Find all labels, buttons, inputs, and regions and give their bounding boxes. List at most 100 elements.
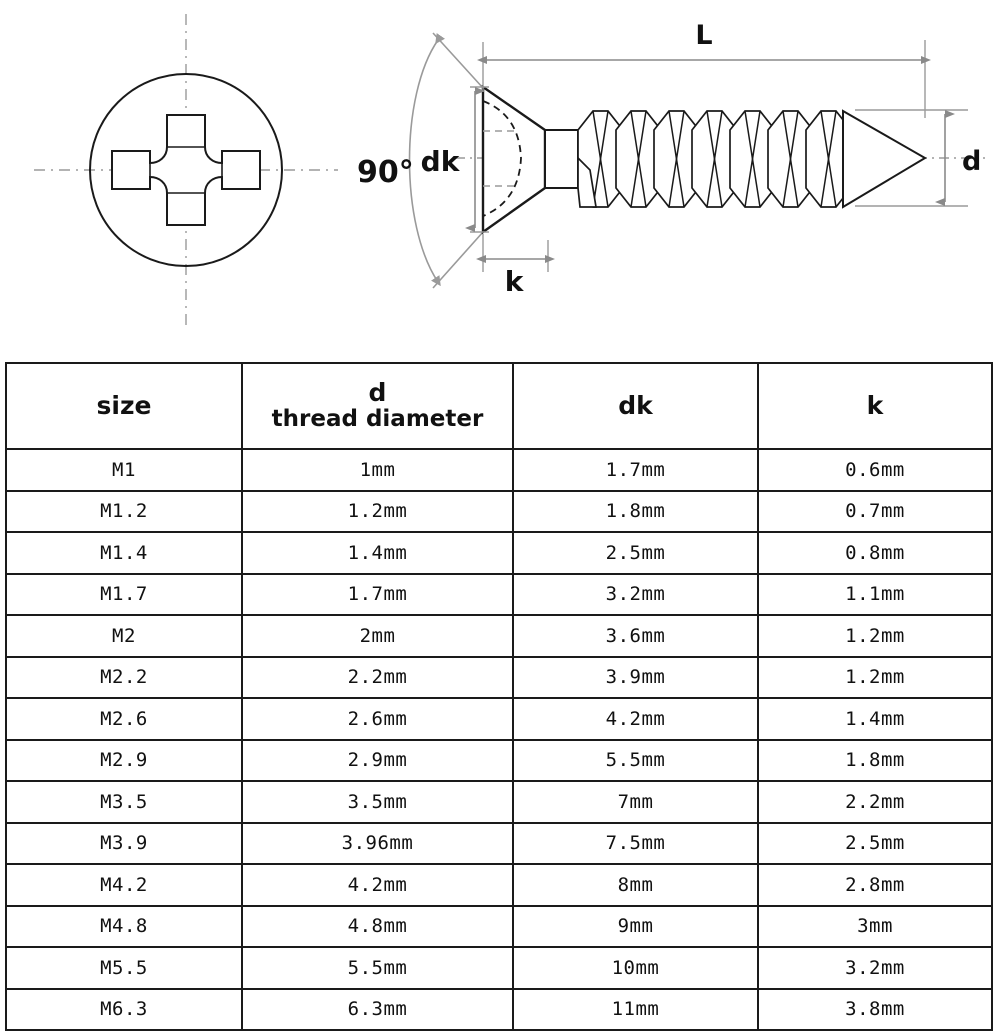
cell-d: 1.4mm (241, 531, 514, 575)
cell-size: M4.2 (5, 863, 243, 907)
column-header-d-label: d (368, 378, 387, 408)
cell-size: M2.6 (5, 697, 243, 741)
cell-size: M6.3 (5, 987, 243, 1031)
cell-d: 6.3mm (241, 987, 514, 1031)
cell-k: 0.8mm (757, 531, 993, 575)
thread-lead-in (577, 155, 597, 208)
cell-k: 3.8mm (757, 987, 993, 1031)
cone-leader-lower (432, 231, 484, 289)
cell-dk: 3.6mm (512, 614, 759, 658)
angle-arc (408, 33, 445, 287)
cell-k: 1.4mm (757, 697, 993, 741)
cell-dk: 8mm (512, 863, 759, 907)
label-countersink-angle: 90° (357, 155, 414, 190)
cell-k: 2.5mm (757, 821, 993, 865)
table-header-row: size d thread diameter dk k (5, 362, 993, 450)
cell-dk: 10mm (512, 946, 759, 990)
cell-size: M1.4 (5, 531, 243, 575)
side-view-screw: L d dk k 90° (357, 20, 985, 298)
cell-d: 3.96mm (241, 821, 514, 865)
screw-point-tip (842, 109, 927, 209)
cell-d: 3.5mm (241, 780, 514, 824)
cell-k: 3.2mm (757, 946, 993, 990)
label-length: L (695, 20, 712, 51)
cell-d: 5.5mm (241, 946, 514, 990)
column-header-size-label: size (96, 391, 152, 420)
cell-size: M4.8 (5, 904, 243, 948)
cell-d: 2.9mm (241, 738, 514, 782)
cell-k: 0.6mm (757, 448, 993, 492)
top-view-head (34, 14, 338, 326)
cell-d: 4.8mm (241, 904, 514, 948)
column-header-dk-label: dk (618, 391, 653, 420)
cell-size: M1 (5, 448, 243, 492)
cell-k: 1.2mm (757, 614, 993, 658)
cell-size: M1.2 (5, 489, 243, 533)
column-header-dk: dk (512, 362, 759, 450)
cell-dk: 3.9mm (512, 655, 759, 699)
cell-k: 2.8mm (757, 863, 993, 907)
cell-size: M2 (5, 614, 243, 658)
cell-d: 2.6mm (241, 697, 514, 741)
screw-head-circle (89, 73, 283, 267)
cell-k: 1.1mm (757, 572, 993, 616)
cell-size: M1.7 (5, 572, 243, 616)
cell-dk: 1.8mm (512, 489, 759, 533)
cell-size: M5.5 (5, 946, 243, 990)
thread-flank-lines (592, 110, 837, 208)
cell-size: M3.9 (5, 821, 243, 865)
column-header-d-sublabel: thread diameter (271, 406, 484, 433)
technical-drawing: L d dk k 90° (0, 0, 1000, 350)
label-head-height: k (505, 265, 525, 298)
column-header-d: d thread diameter (241, 362, 514, 450)
column-header-k-label: k (866, 391, 884, 420)
cell-size: M2.2 (5, 655, 243, 699)
cell-dk: 1.7mm (512, 448, 759, 492)
cell-k: 0.7mm (757, 489, 993, 533)
cell-d: 1.7mm (241, 572, 514, 616)
cell-dk: 4.2mm (512, 697, 759, 741)
cell-dk: 9mm (512, 904, 759, 948)
cell-size: M2.9 (5, 738, 243, 782)
cell-dk: 7mm (512, 780, 759, 824)
cell-dk: 11mm (512, 987, 759, 1031)
cell-d: 2mm (241, 614, 514, 658)
screw-shank (544, 129, 579, 189)
cell-k: 1.2mm (757, 655, 993, 699)
label-head-diameter: dk (421, 145, 461, 178)
cone-leader-upper (432, 32, 484, 89)
column-header-k: k (757, 362, 993, 450)
label-thread-diameter: d (962, 146, 981, 177)
countersunk-head-outline (481, 84, 547, 235)
cell-k: 2.2mm (757, 780, 993, 824)
cell-dk: 3.2mm (512, 572, 759, 616)
cell-d: 1mm (241, 448, 514, 492)
column-header-size: size (5, 362, 243, 450)
cell-k: 1.8mm (757, 738, 993, 782)
cell-k: 3mm (757, 904, 993, 948)
cell-dk: 5.5mm (512, 738, 759, 782)
cell-d: 2.2mm (241, 655, 514, 699)
cell-d: 1.2mm (241, 489, 514, 533)
phillips-cross-recess (111, 114, 261, 226)
cell-dk: 2.5mm (512, 531, 759, 575)
cell-dk: 7.5mm (512, 821, 759, 865)
cell-d: 4.2mm (241, 863, 514, 907)
cell-size: M3.5 (5, 780, 243, 824)
